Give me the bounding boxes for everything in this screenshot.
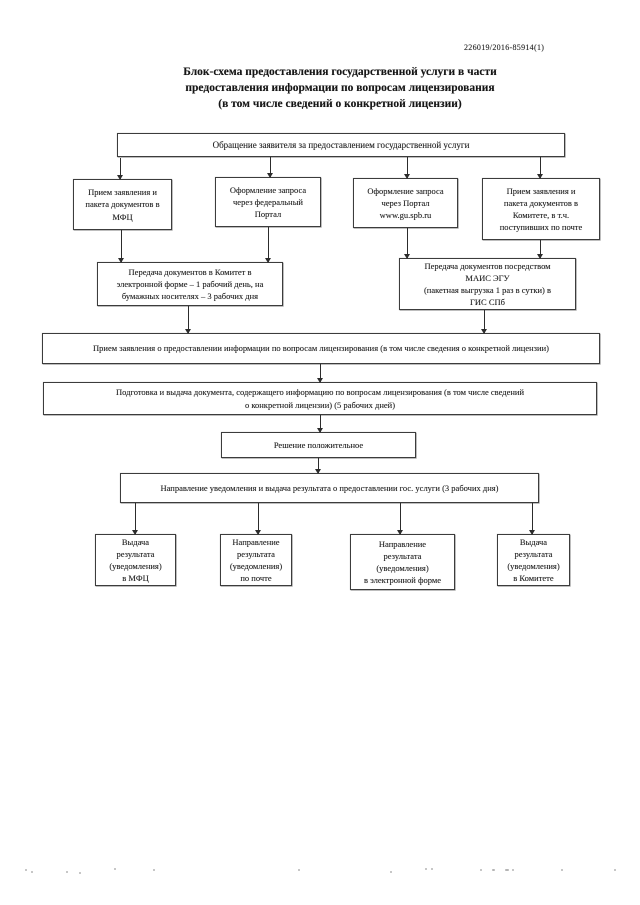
flow-node-transfer-to-committee: Передача документов в Комитет в электрон… xyxy=(97,262,283,306)
arrow-mais-to-intake xyxy=(481,310,488,334)
flow-node-federal-portal: Оформление запроса через федеральный Пор… xyxy=(215,177,321,227)
page-title-line2: предоставления информации по вопросам ли… xyxy=(185,82,495,94)
arrow-notify-to-result-mail xyxy=(255,503,262,535)
arrow-notify-to-result-electronic xyxy=(397,503,404,535)
flow-node-notify-and-issue: Направление уведомления и выдача результ… xyxy=(120,473,539,503)
flow-node-mfc-intake: Прием заявления и пакета документов в МФ… xyxy=(73,179,172,230)
page-title-line3: (в том числе сведений о конкретной лицен… xyxy=(218,98,462,110)
page-title-line1: Блок-схема предоставления государственно… xyxy=(183,66,497,78)
flow-node-transfer-mais-egu: Передача документов посредством МАИС ЭГУ… xyxy=(399,258,576,310)
arrow-notify-to-result-committee xyxy=(529,503,536,535)
arrow-mfc-to-transfer xyxy=(118,230,125,263)
arrow-federal-portal-to-transfer xyxy=(265,227,272,263)
arrow-committee-to-mais xyxy=(537,240,544,259)
arrow-appeal-to-spb-portal xyxy=(404,157,411,179)
arrow-appeal-to-federal-portal xyxy=(267,157,274,178)
arrow-prepare-to-decision xyxy=(317,415,324,433)
flow-node-positive-decision: Решение положительное xyxy=(221,432,416,458)
arrow-appeal-to-committee xyxy=(537,157,544,179)
flow-node-result-mail: Направление результата (уведомления) по … xyxy=(220,534,292,586)
flow-node-prepare-and-issue: Подготовка и выдача документа, содержаще… xyxy=(43,382,597,415)
flow-node-applicant-appeal: Обращение заявителя за предоставлением г… xyxy=(117,133,565,157)
flow-node-result-committee: Выдача результата (уведомления) в Комите… xyxy=(497,534,570,586)
document-number: 226019/2016-85914(1) xyxy=(464,43,545,52)
page-title: Блок-схема предоставления государственно… xyxy=(40,64,640,112)
arrow-decision-to-notify xyxy=(315,458,322,474)
flow-node-committee-intake: Прием заявления и пакета документов в Ко… xyxy=(482,178,600,240)
flow-node-result-electronic: Направление результата (уведомления) в э… xyxy=(350,534,455,590)
flow-node-spb-portal: Оформление запроса через Портал www.gu.s… xyxy=(353,178,458,228)
arrow-intake-to-prepare xyxy=(317,364,324,383)
flow-node-application-intake: Прием заявления о предоставлении информа… xyxy=(42,333,600,364)
flow-node-result-mfc: Выдача результата (уведомления) в МФЦ xyxy=(95,534,176,586)
arrow-transfer-to-intake xyxy=(185,306,192,334)
arrow-notify-to-result-mfc xyxy=(132,503,139,535)
arrow-spb-portal-to-mais xyxy=(404,228,411,259)
arrow-appeal-to-mfc xyxy=(117,158,124,180)
